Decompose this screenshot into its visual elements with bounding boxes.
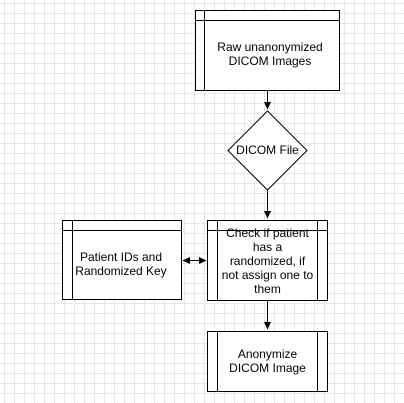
check-patient-label: Check if patient has a randomized, if no… — [221, 226, 314, 296]
patient-ids-label: Patient IDs and Randomized Key — [75, 250, 167, 278]
raw-images-label: Raw unanonymized DICOM Images — [217, 40, 323, 68]
patient-ids-process[interactable] — [62, 220, 182, 300]
anonymize-label: Anonymize DICOM Image — [229, 347, 306, 375]
dicom-file-label: DICOM File — [236, 143, 299, 157]
check-patient-process[interactable] — [207, 220, 328, 301]
raw-images-process[interactable] — [195, 10, 340, 91]
anonymize-process[interactable] — [207, 331, 328, 392]
